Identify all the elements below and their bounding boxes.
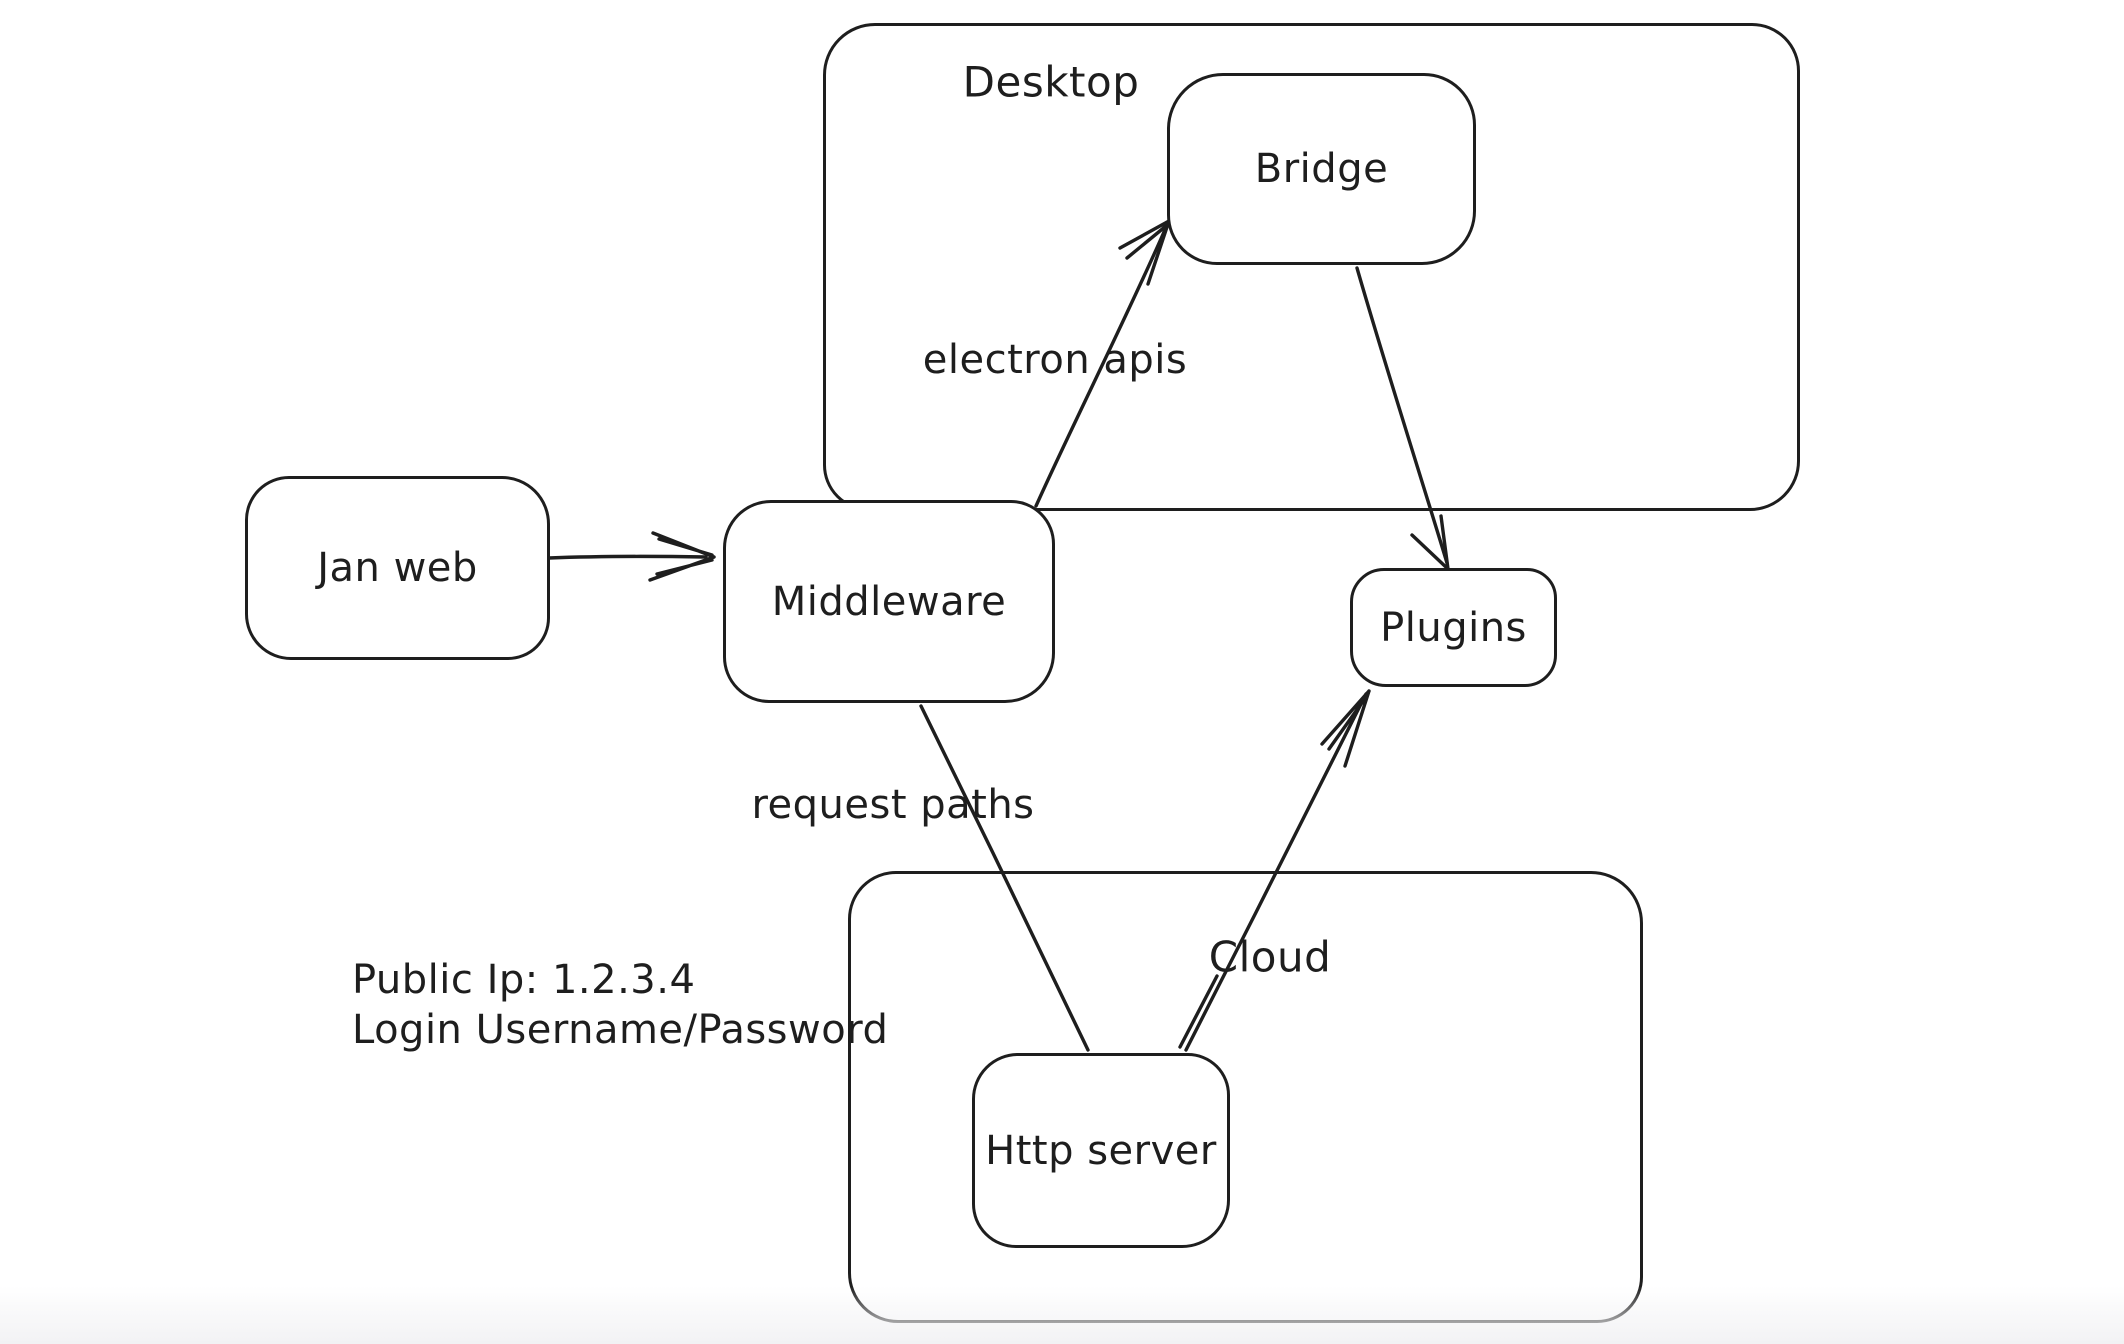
node-jan-web-label: Jan web — [317, 545, 478, 591]
arrow-head — [648, 531, 716, 582]
annotation-public-ip[interactable]: Public Ip: 1.2.3.4 — [352, 957, 696, 1003]
node-http-server[interactable]: Http server — [972, 1053, 1230, 1248]
edge-middleware-to-bridge[interactable] — [1034, 219, 1171, 508]
arrow-head — [1118, 219, 1171, 286]
edge-janweb-to-middleware[interactable] — [547, 531, 716, 582]
annotation-login-credentials[interactable]: Login Username/Password — [352, 1007, 889, 1053]
edge-httpserver-to-plugins[interactable] — [1178, 689, 1371, 1052]
arrow-shaft — [547, 554, 708, 560]
container-desktop-label: Desktop — [962, 57, 1140, 107]
edge-bridge-to-plugins[interactable] — [1355, 266, 1450, 571]
edge-label-electron-apis[interactable]: electron apis — [922, 337, 1188, 383]
node-jan-web[interactable]: Jan web — [245, 476, 550, 660]
node-http-server-label: Http server — [985, 1127, 1217, 1174]
arrow-shaft-double — [1178, 974, 1219, 1049]
arrow-shaft — [1355, 266, 1449, 565]
arrow-head — [1320, 689, 1371, 768]
node-bridge[interactable]: Bridge — [1167, 73, 1476, 265]
edge-middleware-to-httpserver[interactable] — [919, 704, 1090, 1052]
node-middleware[interactable]: Middleware — [723, 500, 1055, 703]
node-plugins[interactable]: Plugins — [1350, 568, 1557, 687]
node-bridge-label: Bridge — [1254, 146, 1389, 192]
node-plugins-label: Plugins — [1380, 604, 1527, 651]
node-middleware-label: Middleware — [771, 578, 1007, 625]
arrow-shaft — [919, 704, 1090, 1052]
arrow-shaft — [1184, 692, 1368, 1052]
container-cloud-label: Cloud — [1208, 932, 1332, 982]
container-desktop[interactable] — [823, 23, 1800, 511]
arrow-shaft — [1034, 223, 1169, 508]
arrow-head — [1410, 514, 1450, 571]
edge-label-request-paths[interactable]: request paths — [751, 782, 1035, 828]
